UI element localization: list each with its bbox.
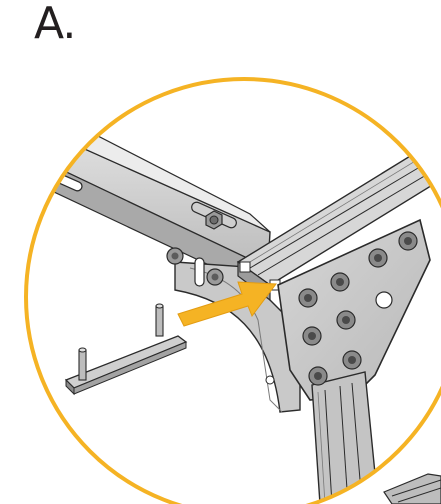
bolt-icon (308, 366, 328, 386)
extrusion-rail (236, 149, 441, 302)
bolt-icon (205, 210, 223, 230)
gusset-bolts (298, 231, 418, 386)
bolt-icon (336, 310, 356, 330)
bolt-icon (330, 272, 350, 292)
step-label: A. (34, 0, 76, 49)
bolt-icon (398, 231, 418, 251)
insert-arrow-icon (177, 281, 277, 327)
horizontal-beam (26, 95, 271, 291)
bolt-icon (166, 247, 184, 265)
detail-circle (24, 77, 441, 504)
bolt-icon (368, 248, 388, 268)
vertical-leg (311, 371, 379, 504)
alignment-pin-icon (64, 303, 188, 396)
bolt-icon (342, 350, 362, 370)
bolt-icon (302, 326, 322, 346)
bolt-icon (298, 288, 318, 308)
detail-view (26, 95, 441, 504)
bolt-icon (206, 268, 224, 286)
extrusion-fragment (383, 473, 441, 504)
